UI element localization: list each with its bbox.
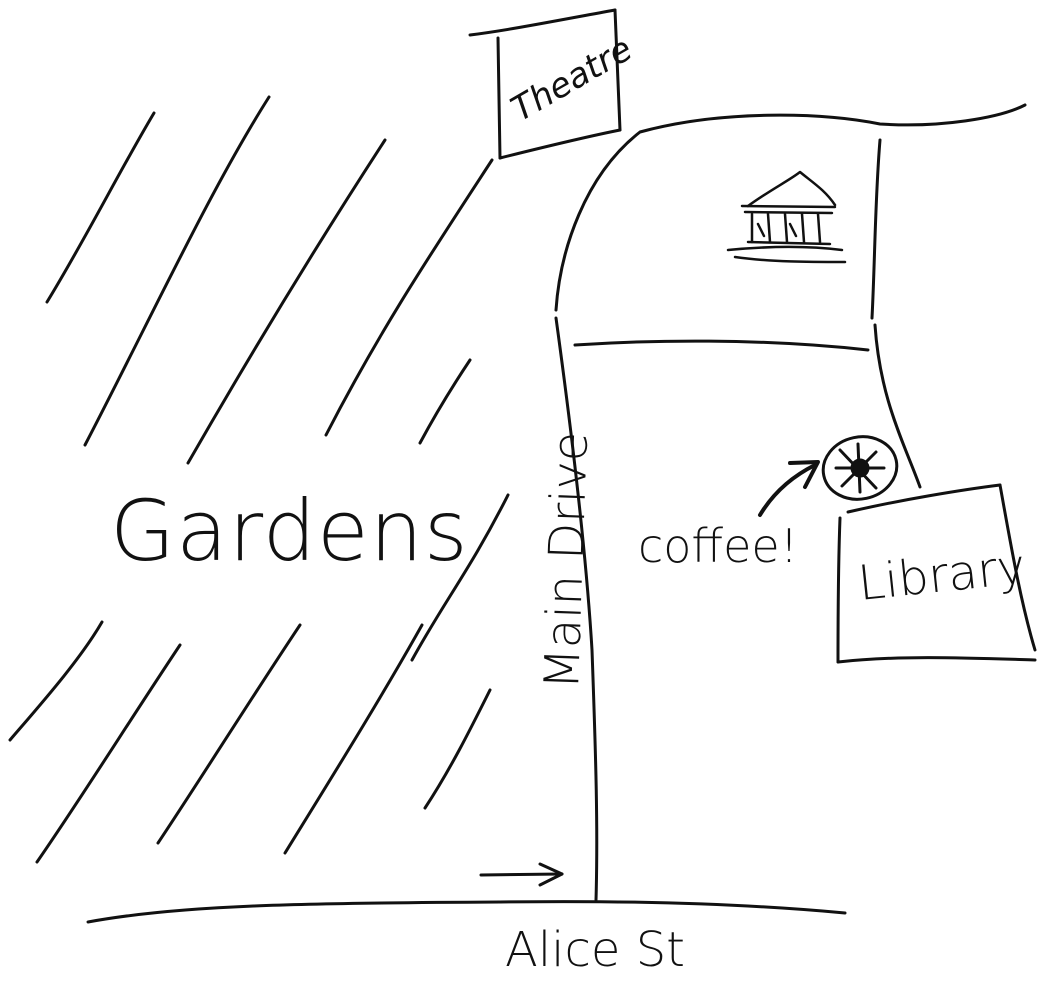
coffee-label: coffee! — [638, 519, 798, 573]
coffee-arrow-icon — [758, 460, 820, 517]
gardens-hatching — [8, 95, 510, 864]
arrow-right-icon — [479, 862, 564, 887]
main-drive-label: Main Drive — [534, 431, 599, 691]
main-drive-road — [554, 316, 599, 902]
alice-st-road — [86, 900, 847, 924]
coffee-icon[interactable] — [817, 430, 902, 506]
alice-st-label: Alice St — [505, 922, 685, 978]
library-label: Library — [855, 539, 1028, 612]
theatre-building[interactable] — [468, 8, 622, 160]
gardens-label: Gardens — [110, 482, 469, 580]
museum-icon[interactable] — [726, 170, 847, 264]
museum-block — [554, 103, 1027, 489]
library-building[interactable] — [836, 483, 1037, 664]
